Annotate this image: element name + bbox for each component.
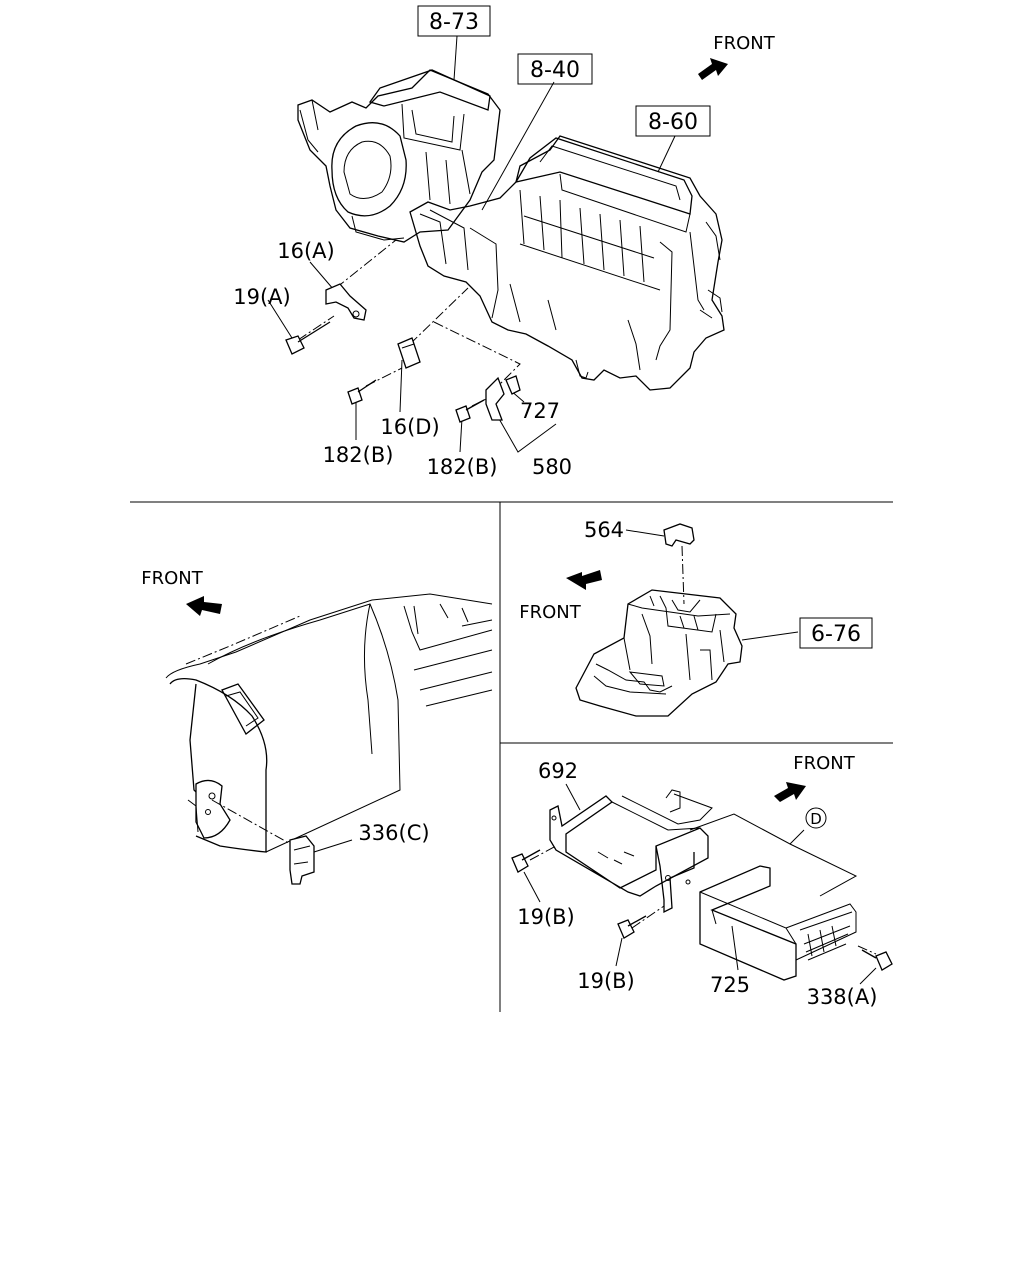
- fastener-parts-top: [285, 283, 521, 423]
- front-arrow-icon-bracket: [774, 782, 806, 802]
- part-label-338a: 338(A): [807, 985, 878, 1009]
- part-336c-bracket: [289, 835, 315, 885]
- part-label-182b-right: 182(B): [427, 455, 498, 479]
- reference-box-6-76[interactable]: 6-76: [799, 617, 873, 649]
- reference-box-8-60[interactable]: 8-60: [635, 105, 711, 137]
- callout-marker-d[interactable]: D: [805, 807, 827, 829]
- front-arrow-icon-console: [566, 570, 602, 590]
- front-arrow-icon-left: [186, 596, 222, 616]
- front-label-left: FRONT: [141, 568, 203, 589]
- reference-box-8-73[interactable]: 8-73: [417, 5, 491, 37]
- bracket-leaders: [523, 783, 877, 985]
- part-564-clip: [663, 523, 695, 547]
- front-label-bracket: FRONT: [793, 753, 855, 774]
- console-illustration: [575, 589, 743, 717]
- hvac-unit-illustration: [297, 69, 725, 391]
- panel-dividers: [130, 501, 893, 1012]
- radio-bracket-illustration: [549, 789, 713, 914]
- reference-label-6-76: 6-76: [811, 622, 861, 647]
- part-label-692: 692: [538, 759, 578, 783]
- part-label-580: 580: [532, 455, 572, 479]
- front-label-console: FRONT: [519, 602, 581, 623]
- part-label-564: 564: [584, 518, 624, 542]
- part-338a-screw: [875, 951, 893, 971]
- part-label-16d: 16(D): [380, 415, 439, 439]
- reference-box-8-40[interactable]: 8-40: [517, 53, 593, 85]
- part-label-727: 727: [520, 399, 560, 423]
- part-19b-screw-left: [511, 853, 529, 873]
- reference-label-8-60: 8-60: [648, 110, 698, 135]
- left-panel-leaders: [211, 799, 353, 853]
- part-label-19a: 19(A): [233, 285, 290, 309]
- front-arrow-icon-top: [698, 58, 728, 80]
- instrument-panel-illustration: [165, 593, 493, 853]
- part-label-336c: 336(C): [358, 821, 429, 845]
- part-label-19b-right: 19(B): [577, 969, 635, 993]
- part-336c-detail: [293, 845, 311, 865]
- part-label-19b-left: 19(B): [517, 905, 575, 929]
- console-leaders: [625, 529, 799, 641]
- part-19b-screw-right: [617, 919, 635, 939]
- front-label-top: FRONT: [713, 33, 775, 54]
- part-label-16a: 16(A): [277, 239, 334, 263]
- reference-label-8-40: 8-40: [530, 58, 580, 83]
- part-label-182b-left: 182(B): [323, 443, 394, 467]
- part-338a-screw-shank: [861, 949, 877, 959]
- pocket-illustration: [699, 865, 857, 981]
- part-label-725: 725: [710, 973, 750, 997]
- part-19b-screw-left-shank: [521, 849, 541, 861]
- part-19b-screw-right-shank: [627, 915, 647, 927]
- callout-marker-d-label: D: [810, 810, 822, 828]
- top-leader-lines: [267, 35, 676, 453]
- reference-label-8-73: 8-73: [429, 10, 479, 35]
